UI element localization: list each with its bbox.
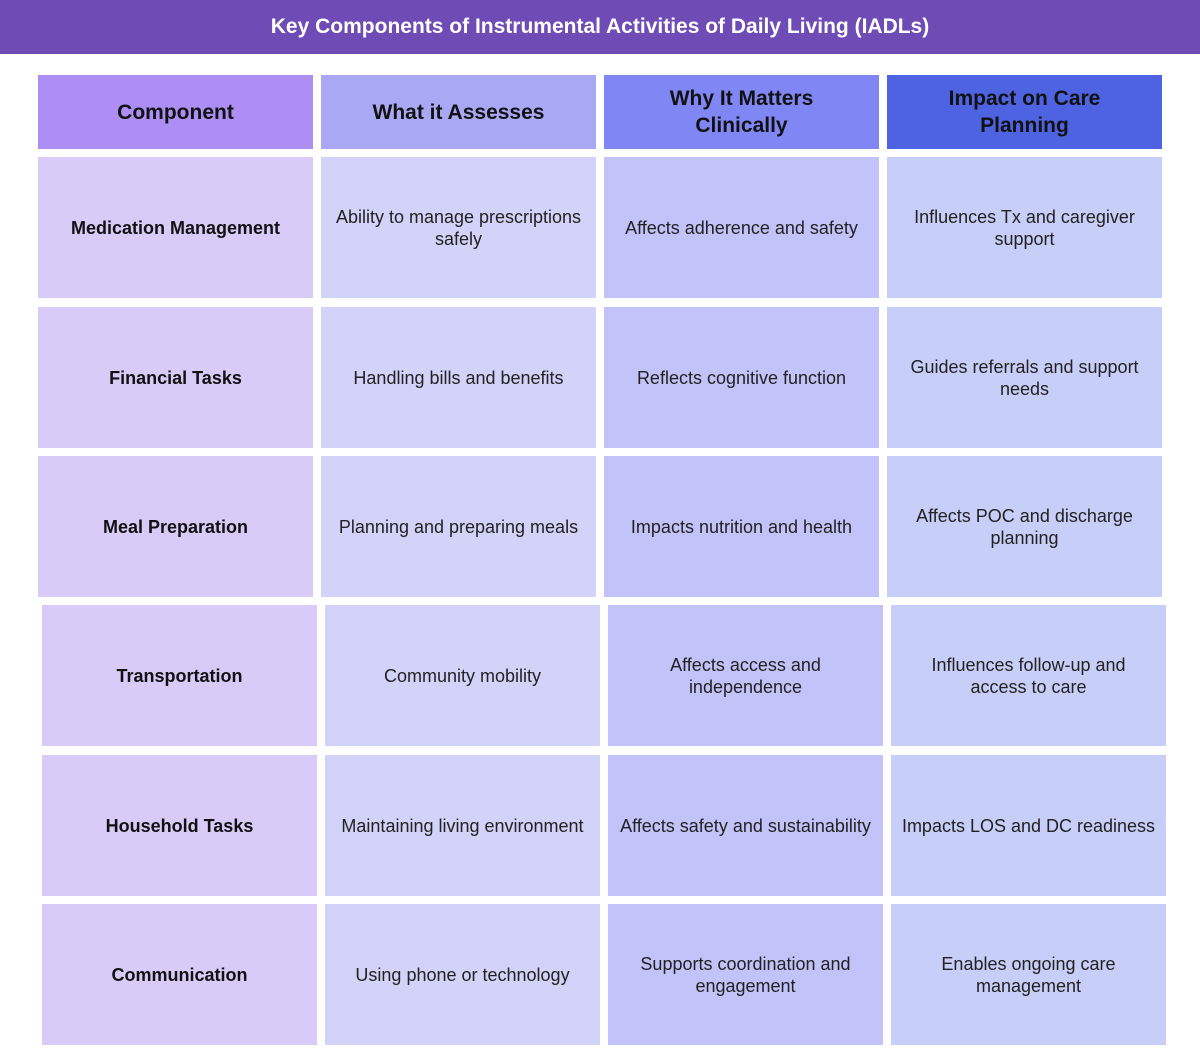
cell-why-it-matters: Impacts nutrition and health xyxy=(604,456,879,597)
header-why-it-matters: Why It Matters Clinically xyxy=(604,75,879,149)
header-impact-on-care: Impact on Care Planning xyxy=(887,75,1162,149)
cell-what-it-assesses: Maintaining living environment xyxy=(325,755,600,896)
cell-why-it-matters: Affects access and independence xyxy=(608,605,883,746)
cell-what-it-assesses: Ability to manage prescriptions safely xyxy=(321,157,596,298)
cell-component: Communication xyxy=(42,904,317,1045)
cell-why-it-matters: Affects adherence and safety xyxy=(604,157,879,298)
cell-component: Medication Management xyxy=(38,157,313,298)
cell-component: Meal Preparation xyxy=(38,456,313,597)
cell-component: Financial Tasks xyxy=(38,307,313,448)
cell-impact-on-care: Affects POC and discharge planning xyxy=(887,456,1162,597)
cell-what-it-assesses: Community mobility xyxy=(325,605,600,746)
page-title: Key Components of Instrumental Activitie… xyxy=(0,0,1200,54)
cell-impact-on-care: Guides referrals and support needs xyxy=(887,307,1162,448)
cell-what-it-assesses: Handling bills and benefits xyxy=(321,307,596,448)
cell-component: Household Tasks xyxy=(42,755,317,896)
cell-why-it-matters: Affects safety and sustainability xyxy=(608,755,883,896)
cell-why-it-matters: Reflects cognitive function xyxy=(604,307,879,448)
cell-impact-on-care: Influences follow-up and access to care xyxy=(891,605,1166,746)
cell-impact-on-care: Enables ongoing care management xyxy=(891,904,1166,1045)
cell-component: Transportation xyxy=(42,605,317,746)
cell-impact-on-care: Impacts LOS and DC readiness xyxy=(891,755,1166,896)
header-component: Component xyxy=(38,75,313,149)
cell-what-it-assesses: Planning and preparing meals xyxy=(321,456,596,597)
cell-what-it-assesses: Using phone or technology xyxy=(325,904,600,1045)
header-what-it-assesses: What it Assesses xyxy=(321,75,596,149)
cell-why-it-matters: Supports coordination and engagement xyxy=(608,904,883,1045)
cell-impact-on-care: Influences Tx and caregiver support xyxy=(887,157,1162,298)
